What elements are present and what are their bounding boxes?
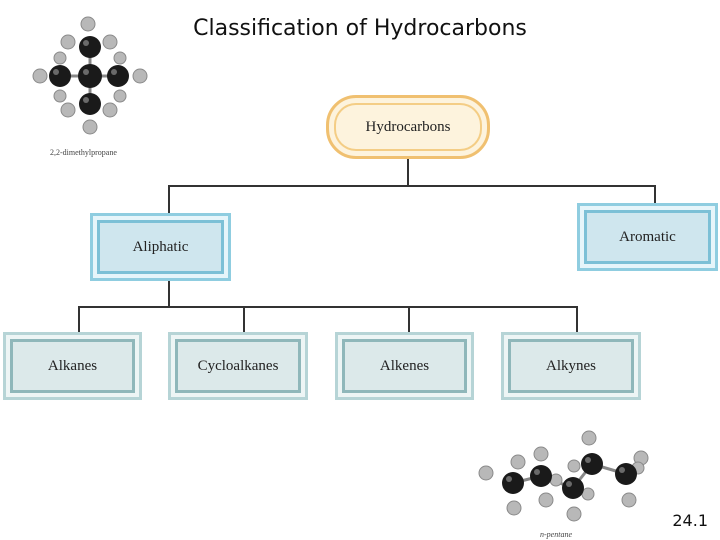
connector-root-down xyxy=(407,159,409,186)
node-aromatic: Aromatic xyxy=(577,203,718,271)
connector-to-alkenes xyxy=(408,306,410,332)
connector-aliphatic-down xyxy=(168,280,170,307)
molecule-label-pentane: n-pentane xyxy=(540,530,572,539)
node-alkynes: Alkynes xyxy=(501,332,641,400)
connector-to-alkanes xyxy=(78,306,80,332)
connector-to-cycloalkanes xyxy=(243,306,245,332)
node-alkanes: Alkanes xyxy=(3,332,142,400)
node-hydrocarbons: Hydrocarbons xyxy=(326,95,490,159)
slide-number: 24.1 xyxy=(672,511,708,530)
pentane-molecule-image xyxy=(478,430,649,522)
dimethylpropane-molecule-image xyxy=(32,16,148,135)
node-cycloalkanes: Cycloalkanes xyxy=(168,332,308,400)
node-alkenes: Alkenes xyxy=(335,332,474,400)
slide-title: Classification of Hydrocarbons xyxy=(193,16,527,41)
node-aliphatic: Aliphatic xyxy=(90,213,231,281)
connector-to-aliphatic xyxy=(168,185,170,213)
connector-level2-horizontal xyxy=(78,306,578,308)
connector-to-alkynes xyxy=(576,306,578,332)
connector-level1-horizontal xyxy=(168,185,656,187)
molecule-label-dimethylpropane: 2,2-dimethylpropane xyxy=(50,148,117,157)
connector-to-aromatic xyxy=(654,185,656,203)
